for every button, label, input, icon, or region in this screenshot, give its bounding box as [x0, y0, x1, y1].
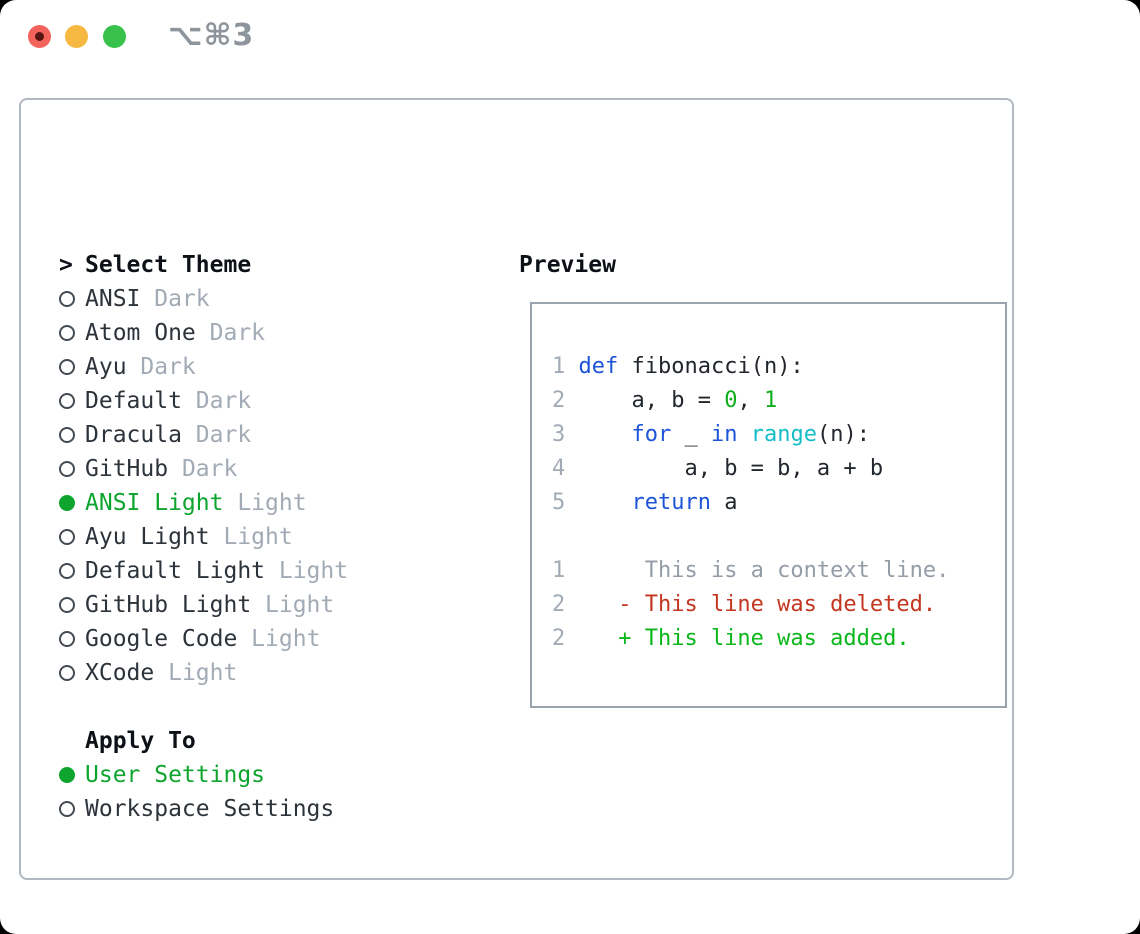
- apply-to-options: User Settings Workspace Settings: [59, 758, 334, 826]
- theme-option-label: ANSI Light: [85, 490, 224, 516]
- apply-to-option-label: Workspace Settings: [85, 796, 335, 822]
- theme-list-header: > Select Theme: [59, 248, 348, 282]
- theme-option[interactable]: Google Code Light: [59, 622, 348, 656]
- theme-option-label: GitHub: [85, 456, 169, 482]
- theme-option-variant: Light: [251, 592, 335, 618]
- preview-title: Preview: [519, 252, 616, 278]
- help-text: (Use Enter to select, Tab to change focu…: [59, 860, 447, 934]
- theme-option[interactable]: ANSI Dark: [59, 282, 348, 316]
- theme-option-label: Default: [85, 388, 182, 414]
- theme-option-label: Atom One: [85, 320, 196, 346]
- radio-icon: [59, 665, 75, 681]
- apply-to-section: Apply To User Settings Workspace Setting…: [59, 724, 334, 826]
- theme-option[interactable]: ANSI Light Light: [59, 486, 348, 520]
- theme-option[interactable]: Atom One Dark: [59, 316, 348, 350]
- code-diff-spacer: [552, 520, 949, 554]
- theme-option[interactable]: Dracula Dark: [59, 418, 348, 452]
- theme-list: > Select Theme ANSI Dark Atom One Dark Ay…: [59, 248, 348, 690]
- preview-pane: 1 def fibonacci(n): 2 a, b = 0, 1 3 for _ …: [530, 302, 1007, 708]
- theme-option-label: Google Code: [85, 626, 238, 652]
- apply-to-title: Apply To: [85, 728, 196, 754]
- theme-list-title: Select Theme: [85, 252, 252, 278]
- radio-icon: [59, 291, 75, 307]
- diff-line: 1 This is a context line.: [552, 558, 950, 583]
- radio-icon: [59, 597, 75, 613]
- close-button[interactable]: [28, 25, 51, 48]
- theme-option-variant: Light: [154, 660, 238, 686]
- window-shortcut-label: ⌥⌘3: [168, 18, 255, 53]
- theme-option-label: Ayu Light: [85, 524, 210, 550]
- theme-option[interactable]: Default Dark: [59, 384, 348, 418]
- radio-icon: [59, 359, 75, 375]
- radio-icon: [59, 563, 75, 579]
- radio-icon: [59, 325, 75, 341]
- code-line: 2 a, b = 0, 1: [552, 388, 778, 413]
- diff-block: 1 This is a context line. 2 - This line w…: [552, 554, 949, 656]
- radio-icon: [59, 767, 75, 783]
- code-line: 1 def fibonacci(n):: [552, 354, 804, 379]
- theme-option-label: GitHub Light: [85, 592, 252, 618]
- theme-option-variant: Light: [265, 558, 349, 584]
- theme-option[interactable]: XCode Light: [59, 656, 348, 690]
- diff-line: 2 + This line was added.: [552, 626, 910, 651]
- theme-option-variant: Light: [237, 626, 321, 652]
- apply-to-header: Apply To: [59, 724, 334, 758]
- theme-option[interactable]: GitHub Light Light: [59, 588, 348, 622]
- apply-to-option[interactable]: Workspace Settings: [59, 792, 334, 826]
- zoom-button[interactable]: [103, 25, 126, 48]
- prompt-icon: >: [59, 252, 73, 278]
- modified-indicator-icon: [35, 32, 44, 41]
- radio-icon: [59, 529, 75, 545]
- theme-option-label: ANSI: [85, 286, 141, 312]
- code-line: 4 a, b = b, a + b: [552, 456, 884, 481]
- theme-option-label: Dracula: [85, 422, 182, 448]
- theme-option-variant: Light: [223, 490, 307, 516]
- theme-option[interactable]: GitHub Dark: [59, 452, 348, 486]
- code-line: 3 for _ in range(n):: [552, 422, 870, 447]
- theme-option-variant: Dark: [195, 320, 266, 346]
- theme-option-variant: Dark: [168, 456, 238, 482]
- help-text-line1: (Use Enter to select, Tab to: [59, 928, 447, 934]
- radio-icon: [59, 461, 75, 477]
- apply-to-option[interactable]: User Settings: [59, 758, 334, 792]
- radio-icon: [59, 801, 75, 817]
- radio-icon: [59, 427, 75, 443]
- theme-option-variant: Dark: [140, 286, 210, 312]
- code-line: 5 return a: [552, 490, 738, 515]
- code-block: 1 def fibonacci(n): 2 a, b = 0, 1 3 for _ …: [552, 350, 949, 520]
- theme-list-items: ANSI Dark Atom One Dark Ayu Dark Default…: [59, 282, 348, 690]
- radio-icon: [59, 631, 75, 647]
- minimize-button[interactable]: [65, 25, 88, 48]
- code-preview: 1 def fibonacci(n): 2 a, b = 0, 1 3 for _ …: [552, 350, 949, 656]
- theme-option-label: Default Light: [85, 558, 266, 584]
- theme-option[interactable]: Ayu Dark: [59, 350, 348, 384]
- theme-option-label: Ayu: [85, 354, 127, 380]
- theme-option-variant: Dark: [126, 354, 196, 380]
- theme-option-label: XCode: [85, 660, 155, 686]
- diff-line: 2 - This line was deleted.: [552, 592, 937, 617]
- theme-option-variant: Dark: [181, 422, 252, 448]
- theme-option[interactable]: Default Light Light: [59, 554, 348, 588]
- theme-option-variant: Light: [209, 524, 293, 550]
- theme-picker-panel: > Select Theme ANSI Dark Atom One Dark Ay…: [19, 98, 1014, 934]
- radio-icon: [59, 495, 75, 511]
- theme-option[interactable]: Ayu Light Light: [59, 520, 348, 554]
- theme-option-variant: Dark: [181, 388, 252, 414]
- apply-to-option-label: User Settings: [85, 762, 266, 788]
- radio-icon: [59, 393, 75, 409]
